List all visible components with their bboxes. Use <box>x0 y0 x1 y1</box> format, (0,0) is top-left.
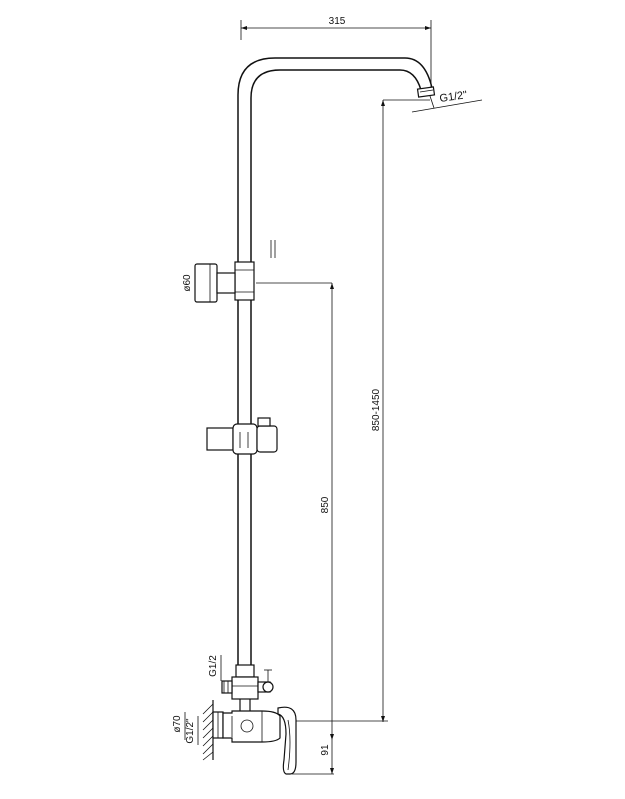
label-top-thread-text: G1/2" <box>439 89 468 105</box>
label-top-thread: G1/2" <box>411 89 483 113</box>
dimension-top-width: 315 <box>240 16 432 88</box>
mixer <box>212 706 388 775</box>
label-mixer-thread-text: G1/2" <box>185 718 196 744</box>
dimension-spout-height: 91 <box>320 740 334 774</box>
dimension-label-slide-diameter: ø60 <box>182 274 193 292</box>
slide-bar <box>237 300 252 665</box>
label-inlet-thread-text: G1/2 <box>208 655 219 677</box>
dimension-total-height: 850-1450 <box>371 100 385 722</box>
diverter <box>221 664 274 712</box>
wall-bracket: ø60 <box>182 263 236 303</box>
shower-arm <box>237 57 436 270</box>
label-mixer-diameter: ø70 <box>172 712 186 740</box>
label-mixer-diameter-text: ø70 <box>172 715 183 733</box>
label-mixer-thread: G1/2" <box>185 716 199 745</box>
dimension-label-bar-height: 850 <box>320 496 331 513</box>
handshower-slider <box>206 417 278 455</box>
dimension-label-top-width: 315 <box>329 16 346 27</box>
dimension-bar-height: 850 <box>320 283 334 740</box>
wall <box>202 700 214 761</box>
upper-coupling <box>234 240 332 301</box>
dimension-label-spout-height: 91 <box>320 744 331 756</box>
dimension-label-total-height: 850-1450 <box>371 388 382 431</box>
label-inlet-thread: G1/2 <box>208 655 222 681</box>
